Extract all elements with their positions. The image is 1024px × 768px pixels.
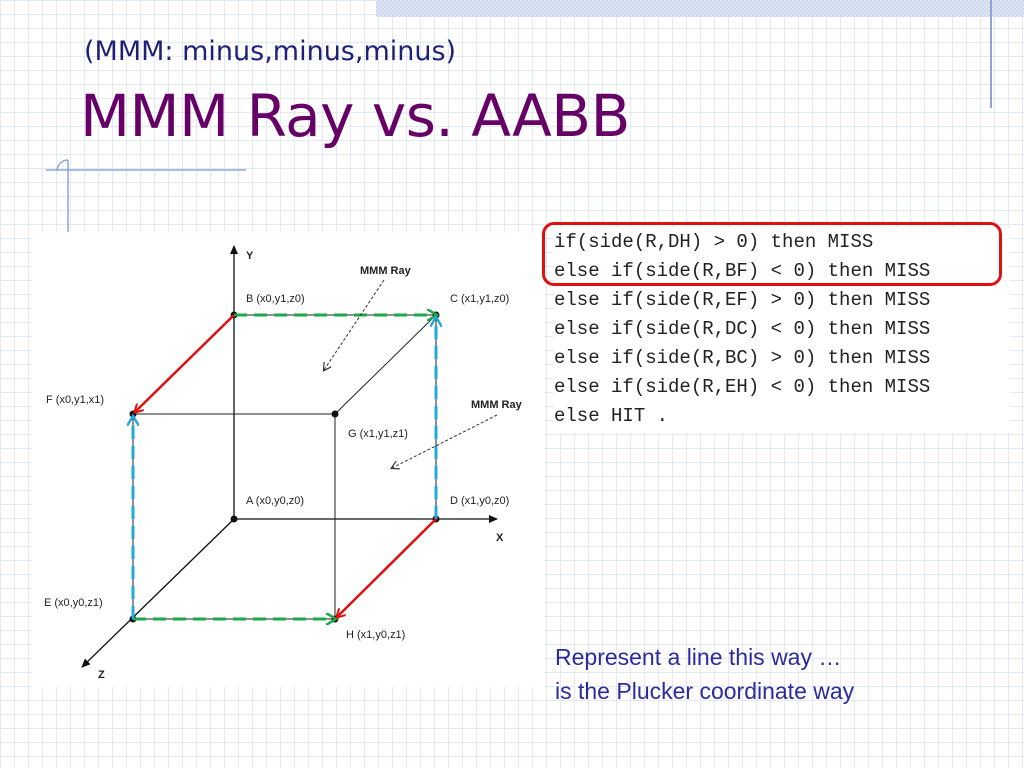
z-axis bbox=[81, 518, 235, 668]
point-b-label: B (x0,y1,z0) bbox=[246, 293, 305, 305]
point-a-label: A (x0,y0,z0) bbox=[246, 495, 304, 507]
side-test-code: if(side(R,DH) > 0) then MISS else if(sid… bbox=[554, 228, 1010, 433]
axis-x-label: X bbox=[496, 532, 504, 544]
red-arrow-bf bbox=[135, 314, 235, 412]
code-line-2: else if(side(R,BF) < 0) then MISS bbox=[554, 260, 931, 282]
point-g-label: G (x1,y1,z1) bbox=[348, 428, 408, 440]
slide-subtitle: (MMM: minus,minus,minus) bbox=[84, 36, 457, 67]
aabb-figure: Y X Z MMM Ray MMM Ray B (x0,y1,z0) C (x1… bbox=[32, 232, 544, 687]
top-decorative-bar bbox=[376, 0, 1024, 17]
point-h-label: H (x1,y0,z1) bbox=[346, 629, 405, 641]
slide-title: MMM Ray vs. AABB bbox=[80, 82, 630, 150]
mmm-ray-label-2: MMM Ray bbox=[471, 399, 523, 411]
code-highlight-box bbox=[542, 222, 1002, 286]
point-e-label: E (x0,y0,z1) bbox=[44, 597, 103, 609]
ray-pointer-2 bbox=[392, 414, 498, 468]
note-line-2: is the Plucker coordinate way bbox=[555, 678, 855, 704]
code-line-1: if(side(R,DH) > 0) then MISS bbox=[554, 231, 874, 253]
ray-pointer-1 bbox=[324, 279, 385, 370]
code-line-6: else if(side(R,EH) < 0) then MISS bbox=[554, 376, 931, 398]
aabb-diagram: Y X Z MMM Ray MMM Ray B (x0,y1,z0) C (x1… bbox=[44, 245, 523, 681]
code-line-4: else if(side(R,DC) < 0) then MISS bbox=[554, 318, 931, 340]
axis-y-label: Y bbox=[246, 250, 254, 262]
plucker-note: Represent a line this way … is the Pluck… bbox=[555, 640, 854, 708]
point-f-label: F (x0,y1,x1) bbox=[46, 394, 104, 406]
right-decorative-rule bbox=[990, 0, 992, 108]
code-line-7: else HIT . bbox=[554, 405, 669, 427]
red-arrow-dh bbox=[337, 518, 437, 617]
note-line-1: Represent a line this way … bbox=[555, 644, 842, 670]
crosshair-ornament bbox=[46, 159, 246, 232]
point-d-label: D (x1,y0,z0) bbox=[450, 495, 509, 507]
code-line-3: else if(side(R,EF) > 0) then MISS bbox=[554, 289, 931, 311]
point-c-label: C (x1,y1,z0) bbox=[450, 293, 509, 305]
mmm-ray-label-1: MMM Ray bbox=[360, 265, 412, 277]
axis-z-label: Z bbox=[98, 669, 105, 681]
code-line-5: else if(side(R,BC) > 0) then MISS bbox=[554, 347, 931, 369]
